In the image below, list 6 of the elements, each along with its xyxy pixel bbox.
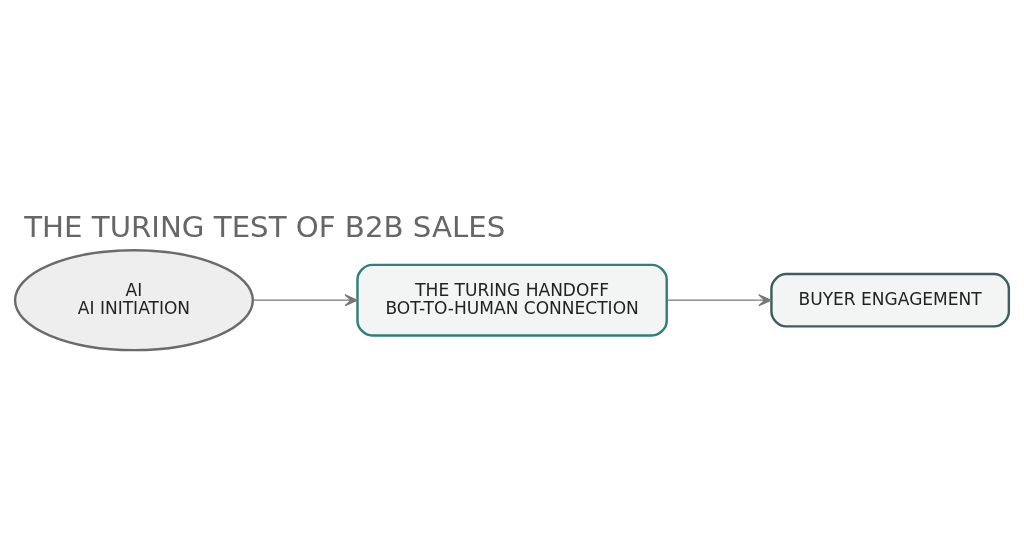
diagram-title: THE TURING TEST OF B2B SALES: [24, 210, 506, 245]
arrow: [252, 294, 358, 307]
node-ellipse: AI AI INITIATION: [13, 249, 255, 352]
node-box: THE TURING HANDOFF BOT-TO-HUMAN CONNECTION: [356, 263, 668, 337]
node-box: BUYER ENGAGEMENT: [770, 272, 1011, 328]
arrow: [666, 294, 772, 307]
